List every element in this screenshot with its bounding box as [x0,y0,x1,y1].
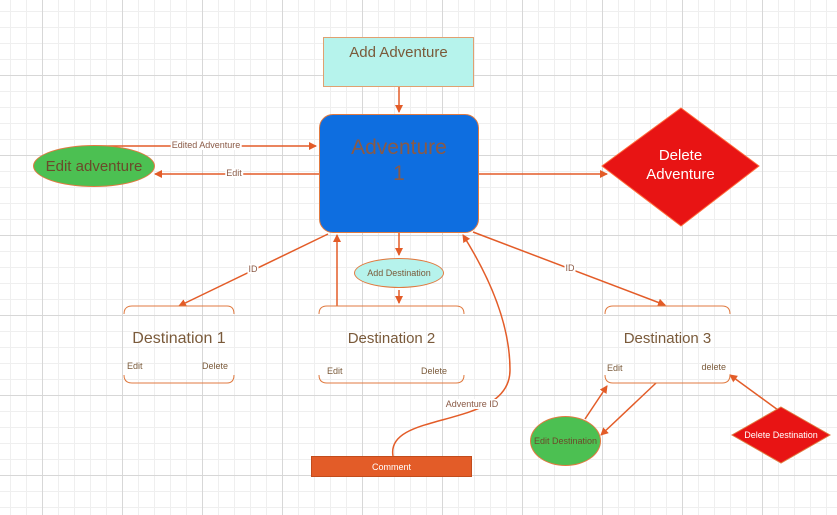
edge-adventure-id [392,234,511,457]
adventure-1-label: Adventure 1 [351,136,447,185]
add-adventure-label: Add Adventure [349,44,448,61]
edit-destination-node[interactable]: Edit Destination [530,416,601,466]
edge-edit-destination-return [600,382,657,436]
destination-3-title: Destination 3 [623,330,712,347]
edit-destination-label: Edit Destination [533,436,598,446]
delete-adventure-label: Delete Adventure [646,147,715,183]
delete-adventure-diamond[interactable] [601,107,760,227]
destination-3-box-brackets [604,305,731,384]
destination-3-node[interactable]: Destination 3 Edit delete [605,306,730,383]
destination-1-delete-link[interactable]: Delete [201,361,228,371]
destination-2-box-brackets [318,305,465,384]
destination-3-delete-link[interactable]: delete [701,362,726,372]
edit-adventure-node[interactable]: Edit adventure [33,145,155,187]
destination-3-edit-link[interactable]: Edit [607,363,623,373]
delete-destination-diamond[interactable] [730,406,832,464]
destination-1-box-brackets [123,305,235,384]
edge-label-id-left: ID [247,264,259,274]
edge-delete-destination-to-dest3 [729,374,779,411]
edge-label-edit: Edit [225,168,243,178]
destination-2-delete-link[interactable]: Delete [420,366,447,376]
add-destination-label: Add Destination [367,268,431,278]
edit-adventure-label: Edit adventure [45,157,143,175]
edge-label-edited-adventure: Edited Adventure [170,140,242,150]
add-adventure-node[interactable]: Add Adventure [323,37,474,87]
edge-label-adventure-id: Adventure ID [444,399,500,409]
comment-node[interactable]: Comment [311,456,472,477]
edge-dest3-to-edit-destination [584,385,608,420]
destination-2-edit-link[interactable]: Edit [327,366,343,376]
destination-1-edit-link[interactable]: Edit [127,361,143,371]
destination-2-title: Destination 2 [347,330,436,347]
add-destination-node[interactable]: Add Destination [354,258,444,288]
adventure-1-node[interactable]: Adventure 1 [319,114,479,233]
delete-destination-label: Delete Destination [744,430,818,440]
destination-1-title: Destination 1 [132,330,226,347]
edge-label-id-right: ID [564,263,576,273]
destination-2-node[interactable]: Destination 2 Edit Delete [319,306,464,383]
destination-1-node[interactable]: Destination 1 Edit Delete [124,306,234,383]
comment-label: Comment [371,461,411,472]
